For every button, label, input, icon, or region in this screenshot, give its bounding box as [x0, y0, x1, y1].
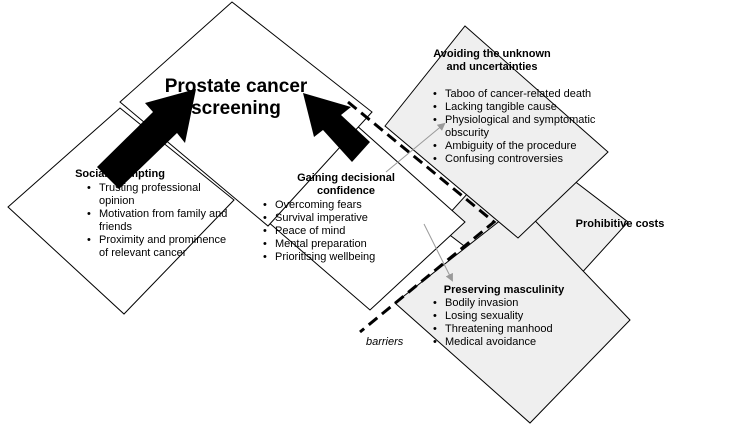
social-prompting-title: Social prompting	[75, 168, 165, 180]
preserving-masculinity-list: Bodily invasion Losing sexuality Threate…	[432, 297, 582, 349]
avoiding-unknown-title: Avoiding the unknown and uncertainties	[433, 48, 551, 73]
gaining-confidence-title: Gaining decisional confidence	[297, 172, 395, 197]
barriers-dashed-line	[347, 100, 497, 334]
barriers-label: barriers	[366, 336, 404, 348]
list-item: Prioritising wellbeing	[262, 251, 402, 264]
list-item: Medical avoidance	[432, 336, 582, 349]
list-item: Peace of mind	[262, 225, 402, 238]
list-item: Bodily invasion	[432, 297, 582, 310]
connector-arrow-down	[423, 223, 453, 282]
list-item: Losing sexuality	[432, 310, 582, 323]
list-item: Lacking tangible cause	[432, 101, 602, 114]
social-prompting-list: Trusting professional opinion Motivation…	[86, 182, 236, 260]
list-item: Mental preparation	[262, 238, 402, 251]
list-item: Trusting professional opinion	[86, 182, 236, 208]
preserving-masculinity-title: Preserving masculinity	[443, 284, 565, 296]
confidence-to-screening-arrow	[303, 93, 370, 162]
list-item: Proximity and prominence of relevant can…	[86, 234, 236, 260]
prohibitive-costs-title: Prohibitive costs	[575, 218, 665, 230]
gaining-confidence-list: Overcoming fears Survival imperative Pea…	[262, 199, 402, 264]
list-item: Threatening manhood	[432, 323, 582, 336]
list-item: Ambiguity of the procedure	[432, 140, 602, 153]
social-to-screening-arrow	[97, 89, 196, 189]
list-item: Survival imperative	[262, 212, 402, 225]
list-item: Overcoming fears	[262, 199, 402, 212]
list-item: Taboo of cancer-related death	[432, 88, 602, 101]
list-item: Motivation from family and friends	[86, 208, 236, 234]
list-item: Confusing controversies	[432, 153, 602, 166]
list-item: Physiological and symptomatic obscurity	[432, 114, 602, 140]
main-title: Prostate cancer screening	[164, 76, 308, 119]
avoiding-unknown-list: Taboo of cancer-related death Lacking ta…	[432, 88, 602, 166]
